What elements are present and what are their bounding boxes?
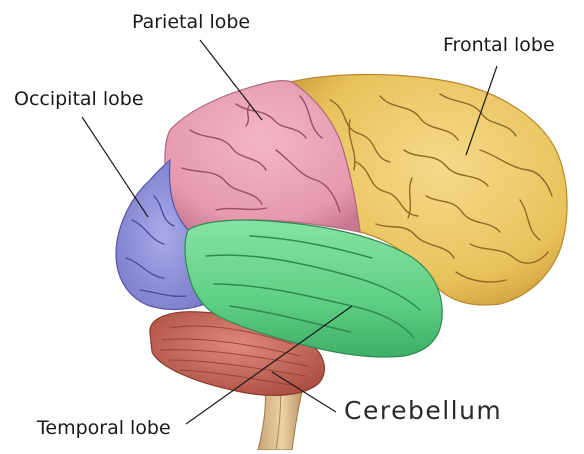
parietal-lobe-label: Parietal lobe: [132, 11, 250, 33]
temporal-lobe-label: Temporal lobe: [37, 417, 171, 439]
frontal-lobe-label: Frontal lobe: [443, 34, 555, 56]
occipital-lobe-label: Occipital lobe: [14, 88, 144, 110]
cerebellum-label: Cerebellum: [344, 396, 502, 425]
occipital-leader-line: [82, 117, 148, 217]
